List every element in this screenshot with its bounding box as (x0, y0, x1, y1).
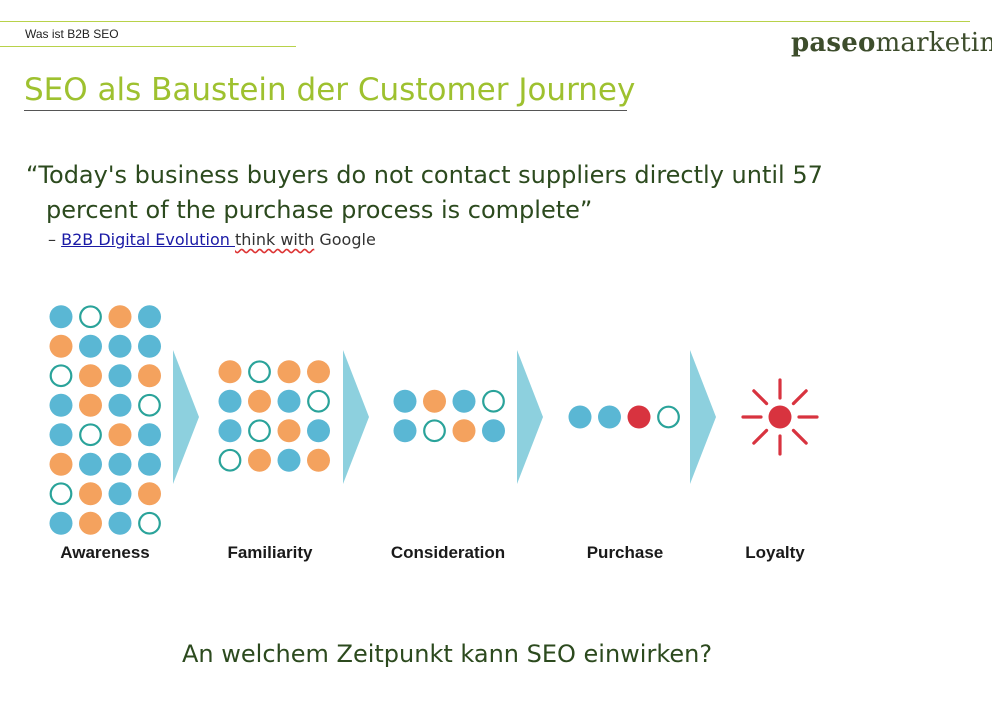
journey-dot (277, 389, 301, 413)
journey-dot (393, 389, 417, 413)
quote-source: – B2B Digital Evolution think with Googl… (48, 230, 376, 249)
journey-dot (79, 334, 102, 358)
source-dash: – (48, 230, 62, 249)
journey-dot (598, 405, 621, 429)
quote-line-1: “Today's business buyers do not contact … (26, 161, 823, 189)
journey-dot (423, 419, 446, 443)
stage-label-loyalty: Loyalty (745, 543, 805, 562)
journey-dot (108, 334, 132, 358)
journey-dot (393, 419, 417, 443)
journey-dot (452, 419, 476, 443)
journey-dot (49, 452, 73, 476)
source-link[interactable]: B2B Digital Evolution (61, 230, 235, 249)
stage-label-consideration: Consideration (391, 543, 505, 562)
journey-labels: Awareness Familiarity Consideration Purchas… (60, 543, 805, 562)
journey-dot (657, 405, 680, 429)
journey-dot (568, 405, 592, 429)
journey-dot (138, 482, 161, 506)
customer-journey-diagram: Awareness Familiarity Consideration Purchas… (49, 305, 819, 562)
journey-dot (627, 405, 651, 429)
journey-dots (49, 305, 680, 535)
journey-dot (277, 360, 301, 384)
journey-dot (452, 389, 476, 413)
section-label: Was ist B2B SEO (25, 27, 119, 41)
journey-dot (138, 305, 161, 329)
journey-dot (248, 419, 271, 443)
quote-line-2: percent of the purchase process is compl… (46, 196, 593, 224)
journey-dot (138, 423, 161, 447)
journey-dot (277, 419, 301, 443)
source-spellcheck-text: think with (234, 230, 315, 249)
journey-dot (307, 360, 330, 384)
journey-dot (108, 364, 132, 388)
journey-dot (218, 448, 242, 472)
stage-arrow (173, 350, 199, 484)
journey-dot (218, 389, 242, 413)
stage-arrow (690, 350, 716, 484)
journey-dot (49, 423, 73, 447)
journey-dot (248, 360, 271, 384)
stage-label-purchase: Purchase (587, 543, 664, 562)
stage-arrow (343, 350, 369, 484)
journey-dot (138, 334, 161, 358)
journey-dot (108, 393, 132, 417)
journey-dot (248, 448, 271, 472)
title-rule (24, 110, 627, 111)
closing-question: An welchem Zeitpunkt kann SEO einwirken? (182, 640, 713, 668)
loyalty-ray (791, 428, 808, 445)
journey-dot (49, 511, 73, 535)
journey-dot (218, 360, 242, 384)
journey-dot (79, 452, 102, 476)
journey-dot (307, 419, 330, 443)
loyalty-ray (791, 389, 808, 406)
journey-dot (49, 482, 73, 506)
journey-dot (108, 511, 132, 535)
journey-dot (138, 452, 161, 476)
journey-dot (79, 482, 102, 506)
journey-dot (218, 419, 242, 443)
journey-dot (482, 389, 505, 413)
journey-dot (79, 423, 102, 447)
journey-dot (138, 393, 161, 417)
journey-dot (108, 423, 132, 447)
journey-dot (423, 389, 446, 413)
brand-logo-light: marketing (875, 28, 992, 58)
loyalty-center (768, 405, 792, 429)
journey-dot (49, 393, 73, 417)
journey-dot (108, 482, 132, 506)
brand-logo-bold: paseo (791, 28, 876, 58)
journey-dot (49, 334, 73, 358)
stage-label-familiarity: Familiarity (227, 543, 313, 562)
journey-dot (108, 452, 132, 476)
journey-dot (138, 511, 161, 535)
loyalty-burst-icon (741, 378, 819, 456)
stage-arrow (517, 350, 543, 484)
journey-dot (79, 364, 102, 388)
loyalty-ray (752, 428, 769, 445)
journey-dot (49, 305, 73, 329)
journey-arrows (173, 350, 716, 484)
journey-dot (79, 305, 102, 329)
journey-dot (248, 389, 271, 413)
journey-dot (79, 393, 102, 417)
journey-dot (79, 511, 102, 535)
stage-label-awareness: Awareness (60, 543, 149, 562)
loyalty-ray (752, 389, 769, 406)
journey-dot (138, 364, 161, 388)
section-label-rule (0, 46, 296, 47)
journey-dot (277, 448, 301, 472)
journey-dot (307, 389, 330, 413)
journey-dot (108, 305, 132, 329)
quote: “Today's business buyers do not contact … (26, 158, 826, 228)
journey-dot (307, 448, 330, 472)
journey-dot (49, 364, 73, 388)
source-end: Google (314, 230, 376, 249)
journey-dot (482, 419, 505, 443)
brand-logo: paseomarketing (791, 28, 992, 58)
slide-title: SEO als Baustein der Customer Journey (24, 72, 636, 108)
header-rule (0, 21, 970, 22)
